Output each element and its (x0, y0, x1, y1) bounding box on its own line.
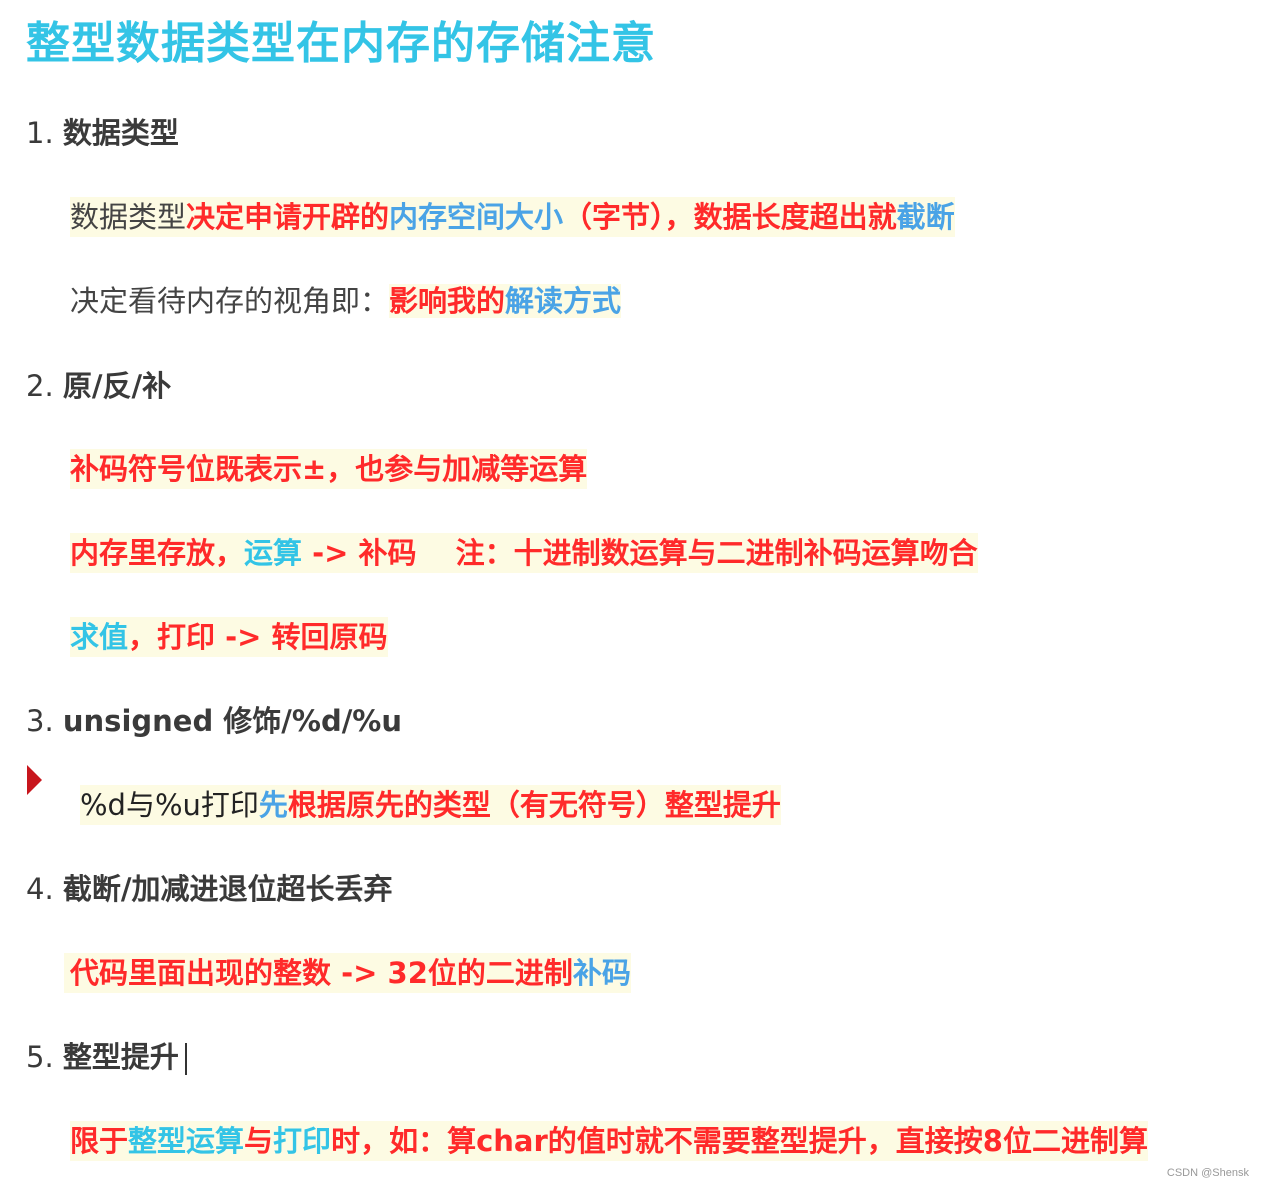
text-run: 解读方式 (505, 284, 622, 318)
section-3-line-1: %d与%u打印先根据原先的类型（有无符号）整型提升 (80, 785, 781, 825)
text-run: 运算 (244, 536, 303, 570)
collapse-triangle-icon[interactable] (27, 765, 42, 795)
text-run: 限于 (70, 1124, 129, 1158)
section-heading-4: 4. 截断/加减进退位超长丢弃 (26, 869, 392, 909)
section-number: 4. (26, 872, 54, 906)
section-number: 5. (26, 1040, 54, 1074)
section-title: 原/反/补 (62, 369, 172, 403)
text-run: 内存里存放， (70, 536, 245, 570)
text-run: 整型运算 (128, 1124, 245, 1158)
text-run: 根据原先的类型（有无符号）整型提升 (287, 788, 781, 822)
section-5-line-1: 限于整型运算与打印时，如：算char的值时就不需要整型提升，直接按8位二进制算 (70, 1121, 1148, 1161)
section-2-line-2: 内存里存放，运算 -> 补码 注：十进制数运算与二进制补码运算吻合 (70, 533, 978, 573)
text-run: 求值 (70, 620, 129, 654)
section-heading-2: 2. 原/反/补 (26, 366, 171, 406)
text-run: 数据长度超出就 (693, 200, 897, 234)
section-title: 整型提升 (62, 1040, 179, 1074)
text-run: 补码 (572, 956, 631, 990)
text-run: （字节）， (563, 200, 694, 234)
text-run: 决定看待内存的视角即： (70, 284, 390, 318)
section-heading-1: 1. 数据类型 (26, 113, 179, 153)
section-title: 截断/加减进退位超长丢弃 (62, 872, 393, 906)
text-run: 数据类型 (70, 200, 187, 234)
section-heading-3: 3. unsigned 修饰/%d/%u (26, 701, 402, 741)
text-run: 决定申请开辟的 (186, 200, 390, 234)
section-4-line-1: 代码里面出现的整数 -> 32位的二进制补码 (64, 953, 631, 993)
section-2-line-1: 补码符号位既表示±，也参与加减等运算 (70, 449, 588, 489)
section-number: 3. (26, 704, 54, 738)
text-run: 影响我的 (389, 284, 506, 318)
text-run: 内存空间大小 (389, 200, 564, 234)
watermark: CSDN @Shensk (1166, 1167, 1249, 1179)
section-title: 数据类型 (62, 116, 179, 150)
text-cursor (184, 1043, 187, 1075)
text-run: 与 (244, 1124, 274, 1158)
section-number: 2. (26, 369, 54, 403)
text-run: 截断 (896, 200, 955, 234)
text-run: %d与%u打印 (80, 788, 259, 822)
text-run: 打印 (273, 1124, 332, 1158)
section-heading-5: 5. 整型提升 (26, 1037, 187, 1077)
text-run: 时，如：算char的值时就不需要整型提升，直接按8位二进制算 (331, 1124, 1148, 1158)
text-run: ，打印 -> 转回原码 (128, 620, 388, 654)
text-run: 先 (258, 788, 288, 822)
section-2-line-3: 求值，打印 -> 转回原码 (70, 617, 388, 657)
page-title: 整型数据类型在内存的存储注意 (26, 18, 656, 69)
section-number: 1. (26, 116, 54, 150)
text-run: 补码符号位既表示±，也参与加减等运算 (70, 452, 588, 486)
section-title: unsigned 修饰/%d/%u (62, 704, 403, 738)
text-run: -> 补码 注：十进制数运算与二进制补码运算吻合 (302, 536, 978, 570)
section-1-line-1: 数据类型决定申请开辟的内存空间大小（字节），数据长度超出就截断 (70, 197, 955, 237)
text-run: 代码里面出现的整数 -> 32位的二进制 (70, 956, 573, 990)
section-1-line-2: 决定看待内存的视角即：影响我的解读方式 (70, 281, 622, 321)
